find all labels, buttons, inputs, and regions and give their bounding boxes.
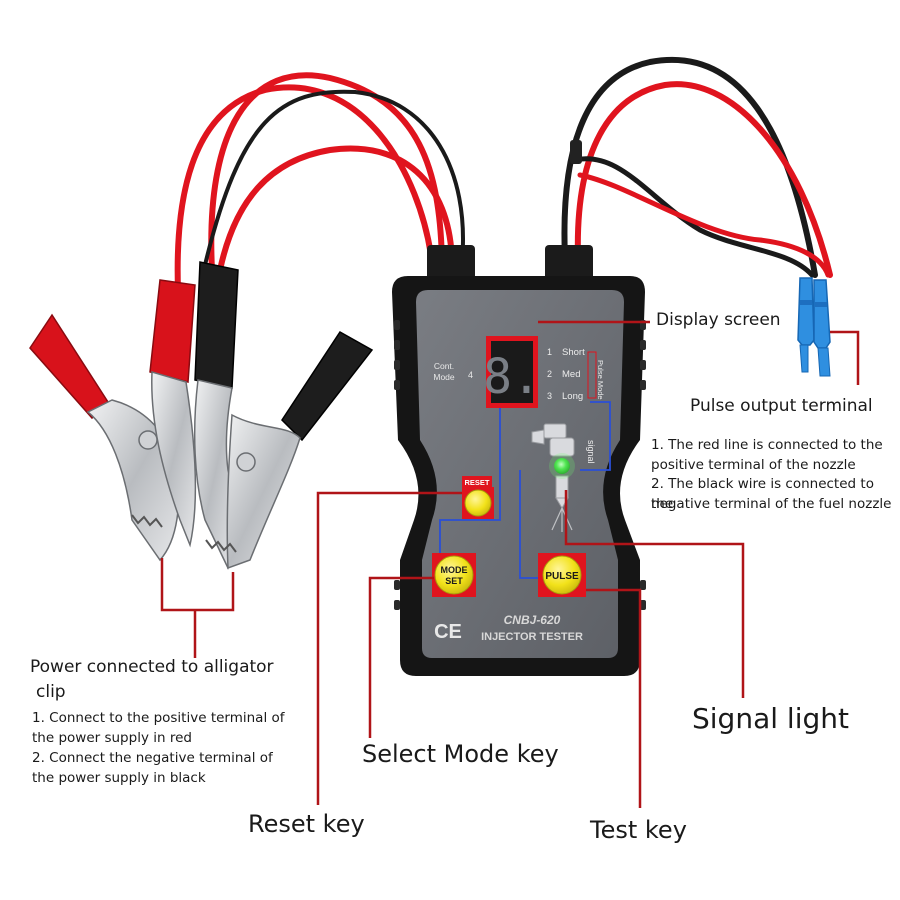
callout-signal-light [564,490,745,698]
reset-label: RESET [464,478,489,487]
pulse-mode-num-3: 3 [547,391,552,401]
injector-graphic [531,423,575,532]
cont-mode-value: 4 [468,370,473,380]
pulse-cable [561,56,833,278]
black-alligator-clip [193,261,374,570]
pulse-output-note-2b: negative terminal of the fuel nozzle [651,496,892,512]
pulse-button-label: PULSE [545,571,579,582]
label-signal-light: Signal light [692,702,849,735]
pulse-mode-label-short: Short [562,347,585,358]
pulse-output-note-1b: positive terminal of the nozzle [651,457,856,473]
ce-mark: CE [434,621,462,643]
pulse-mode-vertical-label: Pulse Mode [596,360,605,400]
pulse-output-note-1a: 1. The red line is connected to the [651,437,883,453]
mode-set-button[interactable] [434,555,474,595]
display-digit: 8. [483,349,541,405]
device-model: CNBJ-620 [504,613,561,627]
power-note-1a: 1. Connect to the positive terminal of [32,710,285,726]
pulse-mode-label-long: Long [562,391,583,402]
label-power-title-b: clip [36,682,66,702]
callout-test [586,588,642,808]
pulse-mode-num-1: 1 [547,347,552,357]
label-select-mode-key: Select Mode key [362,740,559,768]
power-cable [174,72,465,293]
label-test-key: Test key [590,816,687,844]
cont-mode-label-1: Cont. [434,361,454,371]
mode-set-label-1: MODE [441,565,468,575]
reset-button[interactable] [464,489,492,517]
mode-set-label-2: SET [445,576,463,586]
injector-tester-device: Cont. Mode 4 8. 1 Short 2 Med 3 Long Pul… [392,245,646,676]
callout-select-mode [368,576,434,738]
callout-reset [316,491,462,805]
device-name: INJECTOR TESTER [481,631,583,643]
pulse-output-terminals [797,277,831,377]
callout-pulse-terminal [830,330,860,385]
callout-power-clip [160,558,235,658]
circuit-traces [439,401,611,579]
cont-mode-label-2: Mode [433,372,455,382]
pulse-mode-label-med: Med [562,369,580,380]
signal-vertical-label: signal [586,440,596,464]
power-note-2b: the power supply in black [32,770,206,786]
red-alligator-clip [29,279,197,562]
label-pulse-output-terminal: Pulse output terminal [690,396,873,416]
label-power-title-a: Power connected to alligator [30,657,274,677]
callout-lines [160,320,860,808]
pulse-button[interactable] [542,555,582,595]
signal-light-led [554,458,570,474]
pulse-output-note-2a: 2. The black wire is connected to the [651,476,874,512]
power-note-2a: 2. Connect the negative terminal of [32,750,273,766]
pulse-mode-num-2: 2 [547,369,552,379]
power-note-1b: the power supply in red [32,730,192,746]
label-display-screen: Display screen [656,310,781,330]
label-reset-key: Reset key [248,810,365,838]
